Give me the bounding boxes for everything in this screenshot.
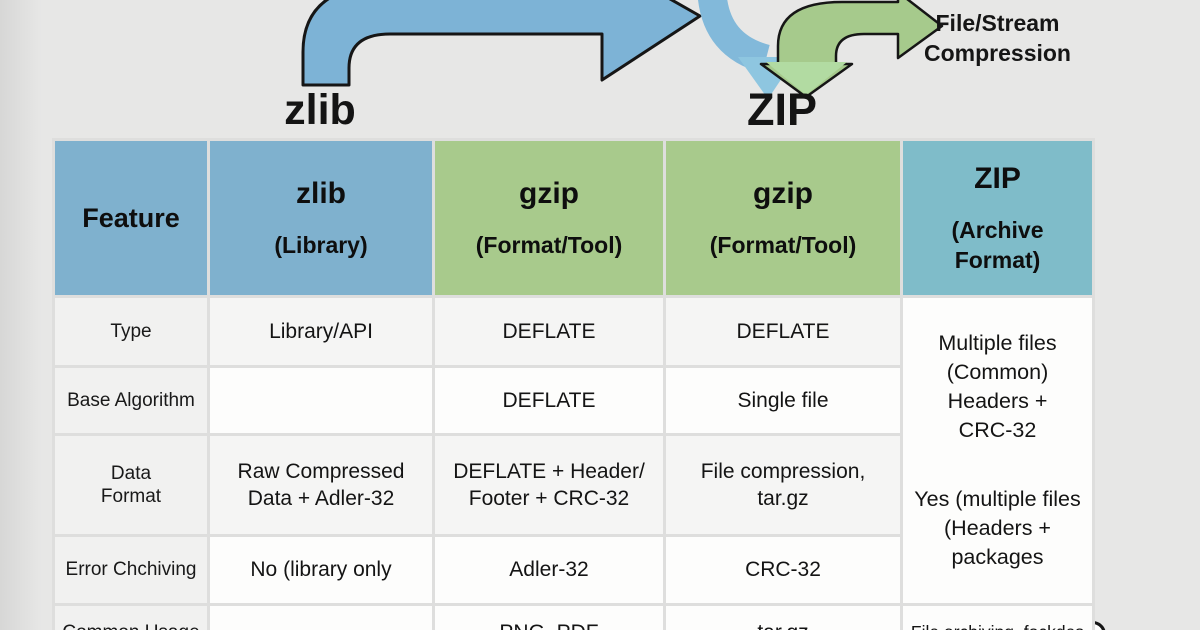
cell-base-gzip-tool: DEFLATE [435,368,663,434]
row-error: Error Chchiving No (library only Adler-3… [55,536,1092,603]
cell-type-gzip-format: DEFLATE [666,298,900,366]
header-gzip-format-title: gzip [753,177,813,210]
row-common-usage: Common Usage PNG, PDF tar.gz File archiv… [55,606,1092,630]
header-zlib-title: zlib [296,177,346,210]
header-gzip-tool: gzip (Format/Tool) [435,141,663,295]
zip-title: ZIP [746,84,817,135]
cell-dataformat-gzip-format: File compression, tar.gz [666,436,900,534]
header-zip: ZIP (Archive Format) [903,141,1092,295]
cell-type-gzip-tool: DEFLATE [435,298,663,366]
comparison-table: Feature zlib (Library) gzip (Format/Tool… [52,138,1095,630]
comparison-table-wrap: Feature zlib (Library) gzip (Format/Tool… [52,138,1095,630]
header-zlib: zlib (Library) [210,141,432,295]
cell-usage-gzip-format: tar.gz [666,606,900,630]
cell-base-zlib [210,368,432,434]
header-zip-subtitle: (Archive Format) [951,217,1044,273]
cell-usage-zlib [210,606,432,630]
header-feature-title: Feature [82,203,180,233]
header-feature: Feature [55,141,207,295]
row-error-label: Error Chchiving [55,536,207,603]
header-zip-title: ZIP [974,162,1021,195]
cell-base-gzip-format: Single file [666,368,900,434]
header-gzip-format-subtitle: (Format/Tool) [709,232,857,258]
cell-error-gzip-tool: Adler-32 [435,536,663,603]
cell-usage-zip: File archiving, fockdes [903,606,1092,630]
zip-flow-arc [698,0,771,74]
file-stream-compression-label: File/Stream Compression [924,10,1071,66]
header-gzip-tool-subtitle: (Format/Tool) [475,232,623,258]
row-data-format-label: Data Format [55,436,207,534]
cell-type-zlib: Library/API [210,298,432,366]
row-type-label: Type [55,298,207,366]
row-base-algorithm-label: Base Algorithm [55,368,207,434]
zlib-flow-arrow [301,0,702,87]
row-data-format: Data Format Raw Compressed Data + Adler-… [55,436,1092,534]
header-gzip-tool-title: gzip [519,177,579,210]
cell-dataformat-zlib: Raw Compressed Data + Adler-32 [210,436,432,534]
cell-zip-merged: Multiple files (Common) Headers + CRC-32… [903,298,1092,603]
cell-zip-merged-para1: Multiple files (Common) Headers + CRC-32 [938,331,1057,442]
cell-dataformat-gzip-tool: DEFLATE + Header/ Footer + CRC-32 [435,436,663,534]
cell-error-zlib: No (library only [210,536,432,603]
stream-flow-down-tip [766,62,847,95]
zlib-title: zlib [284,86,356,134]
cell-usage-gzip-tool: PNG, PDF [435,606,663,630]
cell-error-gzip-format: CRC-32 [666,536,900,603]
row-type: Type Library/API DEFLATE DEFLATE Multipl… [55,298,1092,603]
header-gzip-format: gzip (Format/Tool) [666,141,900,295]
row-common-usage-label: Common Usage [55,606,207,630]
cell-zip-merged-para2: Yes (multiple files (Headers + packages [914,487,1081,569]
row-base-algorithm: Base Algorithm DEFLATE Single file [55,368,1092,434]
header-zlib-subtitle: (Library) [274,232,368,258]
